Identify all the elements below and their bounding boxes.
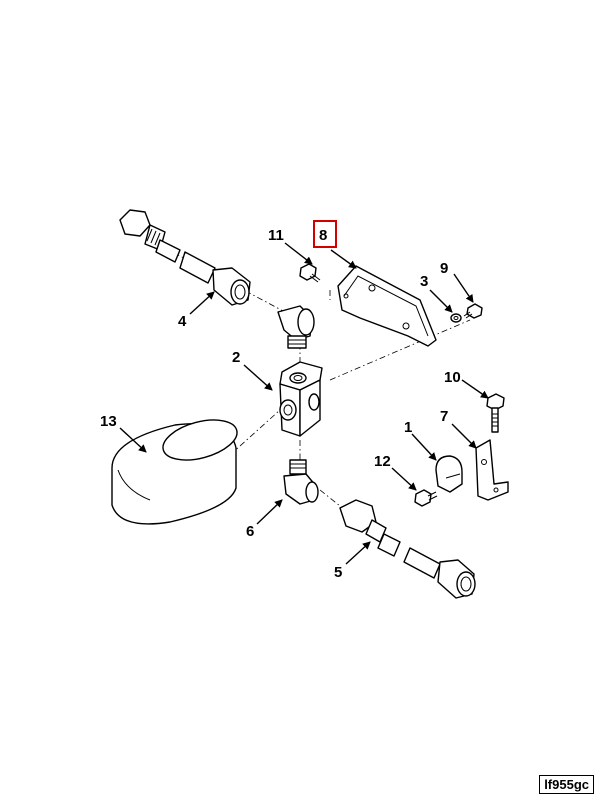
mounting-bracket: [337, 265, 437, 347]
callout-11: 11: [268, 227, 284, 244]
callout-9: 9: [440, 260, 448, 277]
callout-5: 5: [334, 564, 342, 581]
elbow-fitting-upper: [277, 305, 315, 349]
bolt-part-9: [463, 303, 483, 319]
callout-10: 10: [444, 369, 461, 386]
callout-12: 12: [374, 453, 391, 470]
elbow-fitting-lower: [283, 459, 319, 505]
bolt-part-10: [486, 393, 505, 433]
callout-3: 3: [420, 273, 428, 290]
filter-canister: [111, 419, 238, 525]
screw-part-12: [414, 489, 438, 507]
hose-assembly-lower: [339, 499, 476, 599]
figure-id-label: lf955gc: [539, 775, 594, 794]
highlight-box: [313, 220, 337, 248]
callout-4: 4: [178, 313, 187, 330]
clamp-part-1: [435, 455, 463, 493]
angle-bracket: [475, 439, 509, 501]
washer-part-3: [450, 313, 462, 323]
bolt-part-11: [299, 263, 321, 283]
callout-8: 8: [319, 227, 327, 244]
callout-6: 6: [246, 523, 254, 540]
callout-1: 1: [404, 419, 412, 436]
callout-labels: 11 8 3 9 4 2 10 7 1 13 12 6 5: [100, 227, 461, 581]
callout-2: 2: [232, 349, 240, 366]
callout-13: 13: [100, 413, 117, 430]
callout-leaders: [119, 242, 489, 565]
callout-7: 7: [440, 408, 448, 425]
hose-assembly-upper: [119, 209, 251, 306]
filter-head-block: [279, 361, 323, 437]
